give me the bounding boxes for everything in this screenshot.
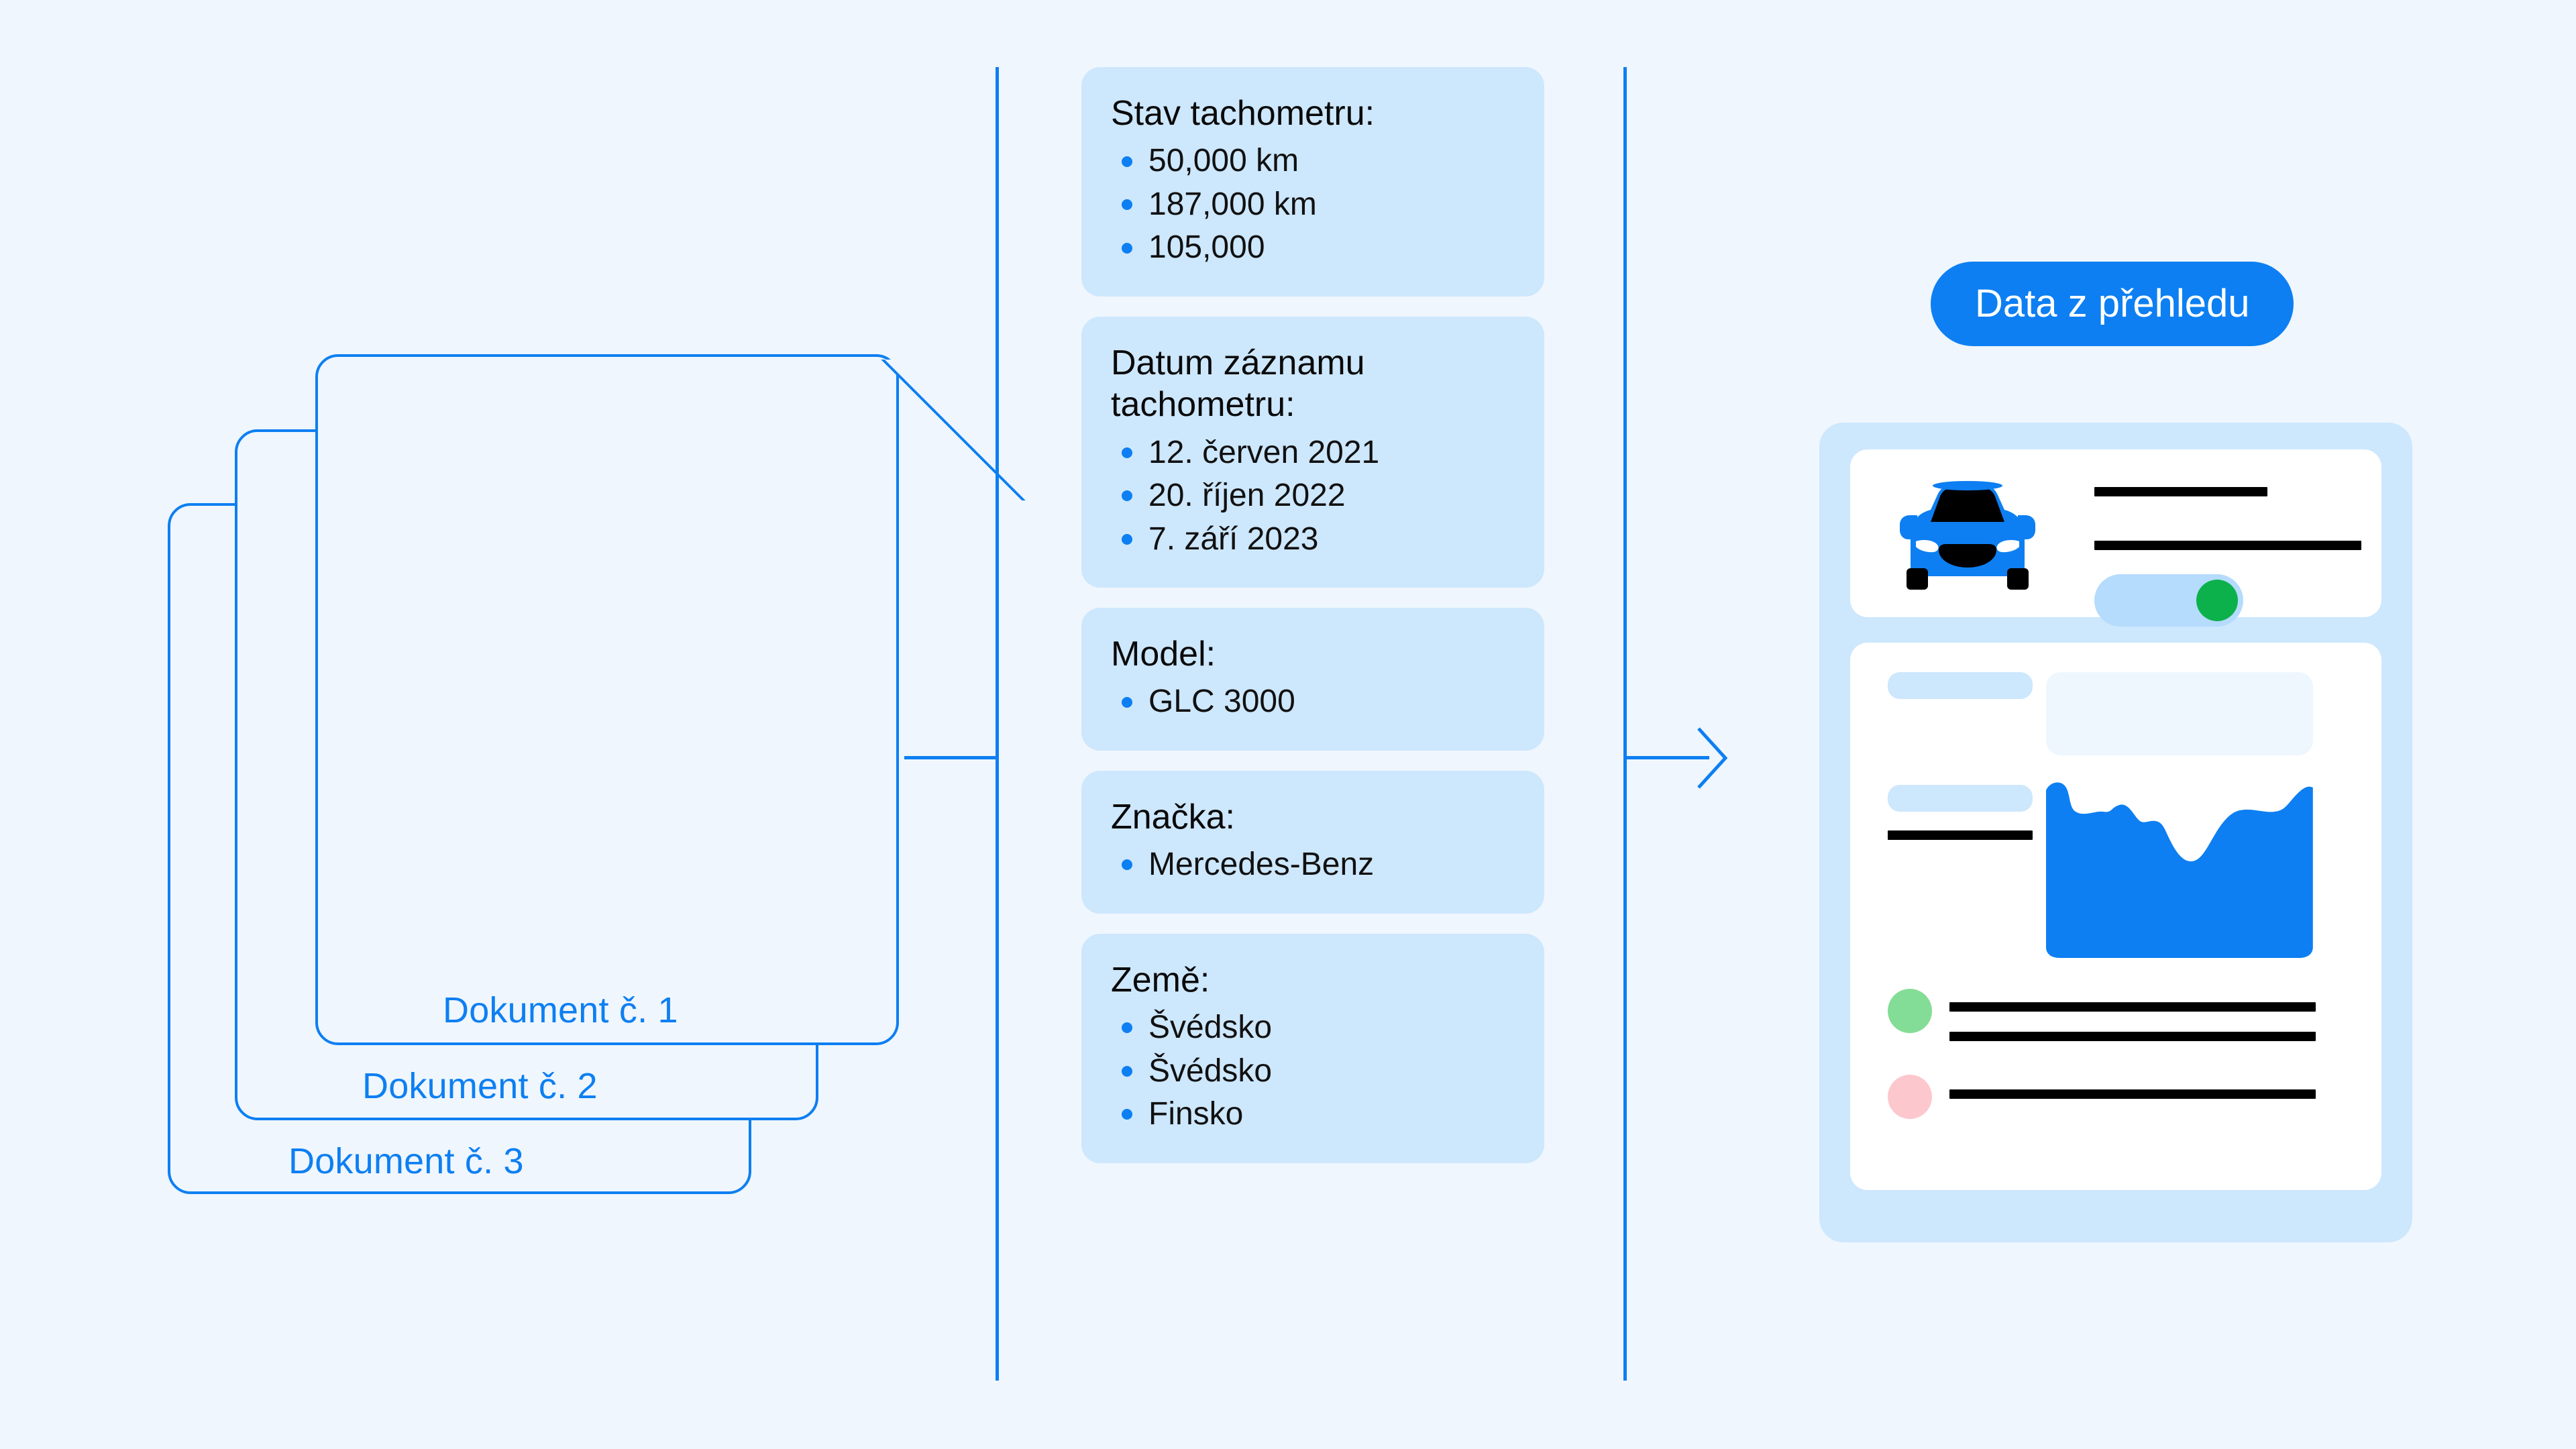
field-card-model[interactable]: Model: GLC 3000	[1081, 607, 1544, 751]
value-text: Finsko	[1148, 1096, 1244, 1132]
connector-documents-to-fields	[904, 756, 998, 759]
report-text-line-3	[1949, 1032, 2316, 1041]
field-title: Značka:	[1111, 797, 1235, 837]
field-title: Stav tachometru:	[1111, 94, 1375, 133]
value-text: 105,000	[1148, 229, 1265, 266]
status-toggle[interactable]	[2094, 574, 2243, 627]
bullet-icon	[1122, 199, 1132, 211]
document-label-1: Dokument č. 1	[443, 990, 678, 1030]
vehicle-summary-card[interactable]	[1850, 449, 2381, 627]
connector-bracket-left	[996, 67, 999, 1381]
area-chart	[2046, 778, 2313, 959]
field-values: GLC 3000	[1111, 682, 1517, 722]
list-item: 7. září 2023	[1111, 519, 1517, 559]
report-text-line-4	[1949, 1089, 2316, 1099]
value-text: Švédsko	[1148, 1010, 1273, 1046]
field-values: 12. červen 2021 20. říjen 2022 7. září 2…	[1111, 433, 1517, 559]
field-values: 50,000 km 187,000 km 105,000	[1111, 141, 1517, 268]
placeholder-bar-2	[1888, 785, 2033, 812]
list-item: Mercedes-Benz	[1111, 845, 1517, 885]
bullet-icon	[1122, 696, 1132, 708]
bullet-icon	[1122, 1022, 1132, 1034]
bullet-icon	[1122, 156, 1132, 167]
list-item: 12. červen 2021	[1111, 433, 1517, 473]
placeholder-box	[2046, 672, 2313, 755]
value-text: 12. červen 2021	[1148, 434, 1380, 470]
field-values: Mercedes-Benz	[1111, 845, 1517, 885]
field-values: Švédsko Švédsko Finsko	[1111, 1008, 1517, 1134]
value-text: Mercedes-Benz	[1148, 847, 1375, 883]
field-title: Země:	[1111, 960, 1210, 1000]
connector-bracket-right	[1623, 67, 1627, 1381]
extracted-fields-list: Stav tachometru: 50,000 km 187,000 km 10…	[1081, 67, 1544, 1183]
overview-pill-label: Data z přehledu	[1931, 262, 2294, 346]
bullet-icon	[1122, 533, 1132, 545]
list-item: 50,000 km	[1111, 141, 1517, 181]
car-front-icon	[1890, 472, 2045, 593]
bullet-icon	[1122, 859, 1132, 871]
bullet-icon	[1122, 1065, 1132, 1077]
value-text: GLC 3000	[1148, 684, 1295, 720]
report-text-line-1	[1888, 830, 2033, 840]
field-card-odometer[interactable]: Stav tachometru: 50,000 km 187,000 km 10…	[1081, 67, 1544, 297]
value-text: 20. říjen 2022	[1148, 478, 1346, 514]
toggle-knob[interactable]	[2196, 580, 2238, 621]
list-item: Finsko	[1111, 1094, 1517, 1134]
vehicle-text-line-2	[2094, 541, 2361, 550]
overview-panel	[1819, 423, 2412, 1242]
field-title: Model:	[1111, 634, 1216, 674]
status-dot-pink	[1888, 1075, 1932, 1119]
field-card-brand[interactable]: Značka: Mercedes-Benz	[1081, 770, 1544, 914]
bullet-icon	[1122, 447, 1132, 458]
list-item: Švédsko	[1111, 1051, 1517, 1091]
document-stack: Dokument č. 3 Dokument č. 2 Dokument č. …	[161, 349, 1061, 1221]
status-dot-green	[1888, 989, 1932, 1033]
bullet-icon	[1122, 242, 1132, 254]
report-summary-card[interactable]	[1850, 643, 2381, 1190]
report-text-line-2	[1949, 1002, 2316, 1012]
document-label-3: Dokument č. 3	[288, 1141, 524, 1181]
value-text: 187,000 km	[1148, 186, 1317, 222]
value-text: Švédsko	[1148, 1053, 1273, 1089]
arrow-right-icon	[1696, 726, 1728, 790]
list-item: GLC 3000	[1111, 682, 1517, 722]
list-item: 187,000 km	[1111, 184, 1517, 225]
field-card-country[interactable]: Země: Švédsko Švédsko Finsko	[1081, 933, 1544, 1163]
list-item: Švédsko	[1111, 1008, 1517, 1048]
document-sheet-1[interactable]	[315, 354, 1061, 1045]
list-item: 105,000	[1111, 227, 1517, 268]
vehicle-text-line-1	[2094, 487, 2267, 496]
value-text: 7. září 2023	[1148, 521, 1319, 557]
bullet-icon	[1122, 1109, 1132, 1120]
document-label-2: Dokument č. 2	[362, 1066, 598, 1106]
placeholder-bar-1	[1888, 672, 2033, 699]
connector-fields-to-overview	[1625, 756, 1709, 759]
field-title: Datum záznamu tachometru:	[1111, 343, 1365, 425]
field-card-odometer-date[interactable]: Datum záznamu tachometru: 12. červen 202…	[1081, 316, 1544, 588]
list-item: 20. říjen 2022	[1111, 476, 1517, 516]
value-text: 50,000 km	[1148, 143, 1299, 179]
bullet-icon	[1122, 490, 1132, 502]
page-fold-icon	[880, 360, 1061, 500]
